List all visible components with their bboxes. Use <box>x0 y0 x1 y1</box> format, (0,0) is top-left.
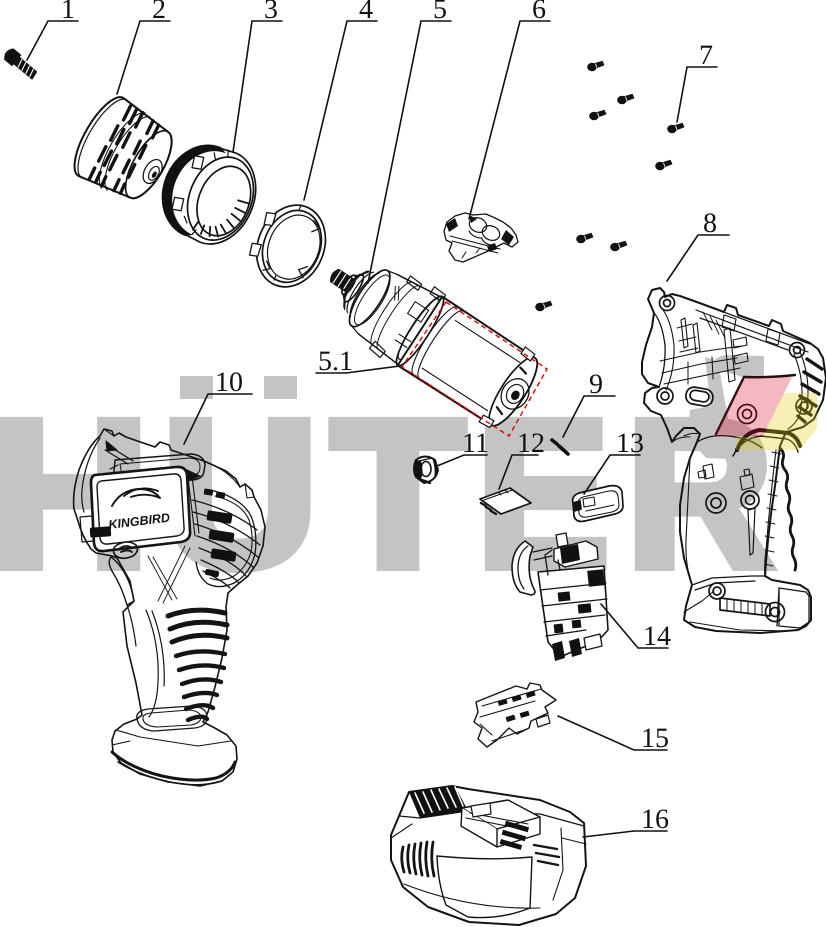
svg-text:6: 6 <box>532 0 546 25</box>
svg-text:7: 7 <box>699 40 713 71</box>
svg-text:12: 12 <box>517 428 545 459</box>
svg-text:10: 10 <box>215 367 243 398</box>
svg-text:5.1: 5.1 <box>318 346 353 377</box>
svg-text:11: 11 <box>462 428 489 459</box>
svg-text:14: 14 <box>643 621 671 652</box>
svg-text:9: 9 <box>589 369 603 400</box>
svg-text:1: 1 <box>61 0 75 25</box>
svg-text:2: 2 <box>152 0 166 25</box>
svg-text:16: 16 <box>641 804 669 835</box>
svg-text:13: 13 <box>616 428 644 459</box>
svg-text:5: 5 <box>433 0 447 25</box>
svg-text:15: 15 <box>641 723 669 754</box>
svg-text:4: 4 <box>359 0 373 25</box>
svg-text:3: 3 <box>264 0 278 25</box>
svg-text:T: T <box>332 379 465 611</box>
svg-text:8: 8 <box>703 208 717 239</box>
